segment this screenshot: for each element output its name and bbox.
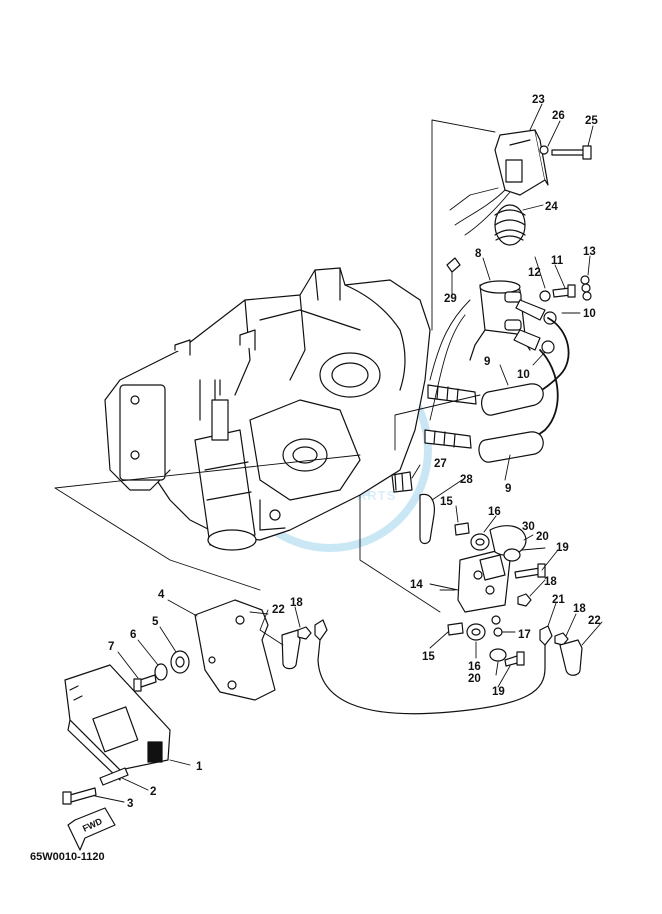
callout-19-lower: 19 bbox=[492, 686, 505, 698]
bolt-11 bbox=[552, 284, 576, 298]
terminal-21 bbox=[539, 625, 553, 669]
callout-22-right: 22 bbox=[588, 615, 601, 627]
callout-16-upper: 16 bbox=[488, 506, 501, 518]
collar-2 bbox=[99, 767, 129, 786]
callout-10-lower: 10 bbox=[517, 369, 530, 381]
callout-18-right: 18 bbox=[573, 603, 586, 615]
cdi-bracket-line bbox=[431, 119, 496, 331]
callout-4: 4 bbox=[158, 589, 165, 601]
callout-19-upper: 19 bbox=[556, 542, 569, 554]
bolt-19-upper bbox=[514, 563, 546, 579]
spark-plug-cap-lower bbox=[478, 431, 544, 463]
callout-21: 21 bbox=[552, 594, 565, 606]
callout-25: 25 bbox=[585, 115, 598, 127]
grommet-5 bbox=[170, 650, 190, 674]
callout-16-lower: 16 bbox=[468, 661, 481, 673]
forward-arrow: FWD bbox=[67, 807, 116, 851]
callout-18-rectifier: 18 bbox=[544, 576, 557, 588]
callout-30: 30 bbox=[522, 521, 535, 533]
callout-22-left: 22 bbox=[272, 604, 285, 616]
washer-20-upper bbox=[503, 548, 521, 562]
callout-6: 6 bbox=[130, 629, 136, 641]
callout-12: 12 bbox=[528, 267, 541, 279]
callout-15-lower: 15 bbox=[422, 651, 435, 663]
nut-18-rectifier bbox=[517, 593, 532, 607]
spark-plug-upper bbox=[427, 384, 477, 405]
ground-cable bbox=[317, 659, 546, 715]
bolt-19-lower bbox=[504, 651, 525, 667]
nut-18-left bbox=[297, 626, 312, 640]
callout-labels: 1 2 3 4 5 6 7 8 9 9 10 10 11 12 13 14 15… bbox=[108, 94, 601, 810]
spark-plug-lower bbox=[424, 429, 472, 449]
bolt-25 bbox=[551, 145, 592, 160]
washer-26 bbox=[539, 145, 549, 155]
callout-20-lower: 20 bbox=[468, 673, 481, 685]
coiled-wire-24 bbox=[494, 204, 526, 246]
cap-22-left bbox=[281, 629, 301, 670]
washer-6 bbox=[154, 663, 168, 681]
callout-8: 8 bbox=[475, 248, 482, 260]
thermo-switch-27 bbox=[391, 471, 413, 493]
callout-23: 23 bbox=[532, 94, 545, 106]
callout-10-upper: 10 bbox=[583, 308, 596, 320]
callout-9-upper: 9 bbox=[484, 356, 490, 368]
callout-9-lower: 9 bbox=[505, 483, 511, 495]
cap-22-right bbox=[559, 639, 583, 676]
bolt-7 bbox=[133, 674, 157, 692]
plug-cap-lower bbox=[513, 329, 555, 354]
leader-lines bbox=[54, 103, 603, 803]
callout-26: 26 bbox=[552, 110, 565, 122]
collar-15-lower bbox=[447, 622, 464, 636]
coil-lead-b bbox=[429, 314, 466, 421]
hose-28 bbox=[419, 493, 435, 545]
callout-3: 3 bbox=[127, 798, 133, 810]
grommet-16-upper bbox=[470, 533, 490, 551]
nut-17 bbox=[491, 615, 503, 637]
washer-12 bbox=[539, 290, 551, 302]
callout-11: 11 bbox=[551, 255, 564, 267]
callout-2: 2 bbox=[150, 786, 156, 798]
electrical-box-1 bbox=[64, 664, 171, 781]
callout-29: 29 bbox=[444, 293, 457, 305]
callout-13: 13 bbox=[583, 246, 596, 258]
coil-lead-a bbox=[429, 299, 471, 381]
callout-28: 28 bbox=[460, 474, 473, 486]
nut-18-terminal bbox=[554, 632, 569, 646]
callout-20-upper: 20 bbox=[536, 531, 549, 543]
engine-block bbox=[104, 267, 431, 551]
terminal-29 bbox=[446, 257, 461, 273]
cdi-wires bbox=[449, 187, 511, 236]
grommet-16-lower bbox=[466, 623, 486, 641]
rectifier-bracket-14 bbox=[457, 549, 511, 613]
spring-washer-13 bbox=[580, 275, 592, 301]
callout-27: 27 bbox=[434, 458, 447, 470]
callout-14: 14 bbox=[410, 579, 423, 591]
terminal-left bbox=[314, 619, 328, 661]
plug-cap-upper bbox=[515, 299, 557, 325]
spark-plug-cap-upper bbox=[481, 383, 544, 416]
cdi-unit bbox=[494, 129, 549, 196]
bolt-3 bbox=[62, 787, 97, 805]
callout-24: 24 bbox=[545, 201, 558, 213]
callout-5: 5 bbox=[152, 616, 159, 628]
collar-15-upper bbox=[454, 522, 470, 536]
relay-30 bbox=[489, 525, 527, 556]
callout-7: 7 bbox=[108, 641, 114, 653]
washer-20-lower bbox=[489, 648, 507, 662]
part-code: 65W0010-1120 bbox=[30, 851, 105, 863]
plate-4 bbox=[194, 599, 276, 701]
callout-18-left: 18 bbox=[290, 597, 303, 609]
callout-15-upper: 15 bbox=[440, 496, 453, 508]
callout-1: 1 bbox=[196, 761, 203, 773]
callout-17: 17 bbox=[518, 629, 531, 641]
ignition-coil bbox=[469, 280, 531, 361]
